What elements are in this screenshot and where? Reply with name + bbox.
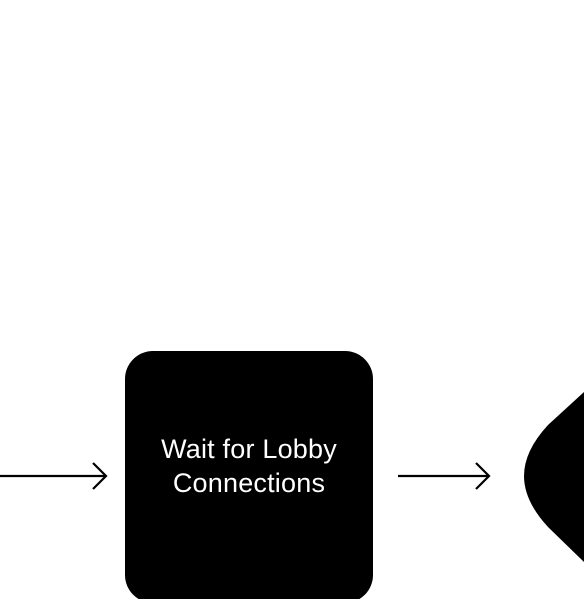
wait-for-lobby-label: Wait for Lobby Connections xyxy=(161,434,337,498)
outgoing-arrow-head xyxy=(475,462,491,490)
decision-diamond xyxy=(524,392,584,562)
outgoing-arrow xyxy=(398,462,491,490)
incoming-arrow xyxy=(0,462,108,490)
wait-for-lobby-node: Wait for Lobby Connections xyxy=(125,351,373,599)
incoming-arrow-head xyxy=(92,462,108,490)
